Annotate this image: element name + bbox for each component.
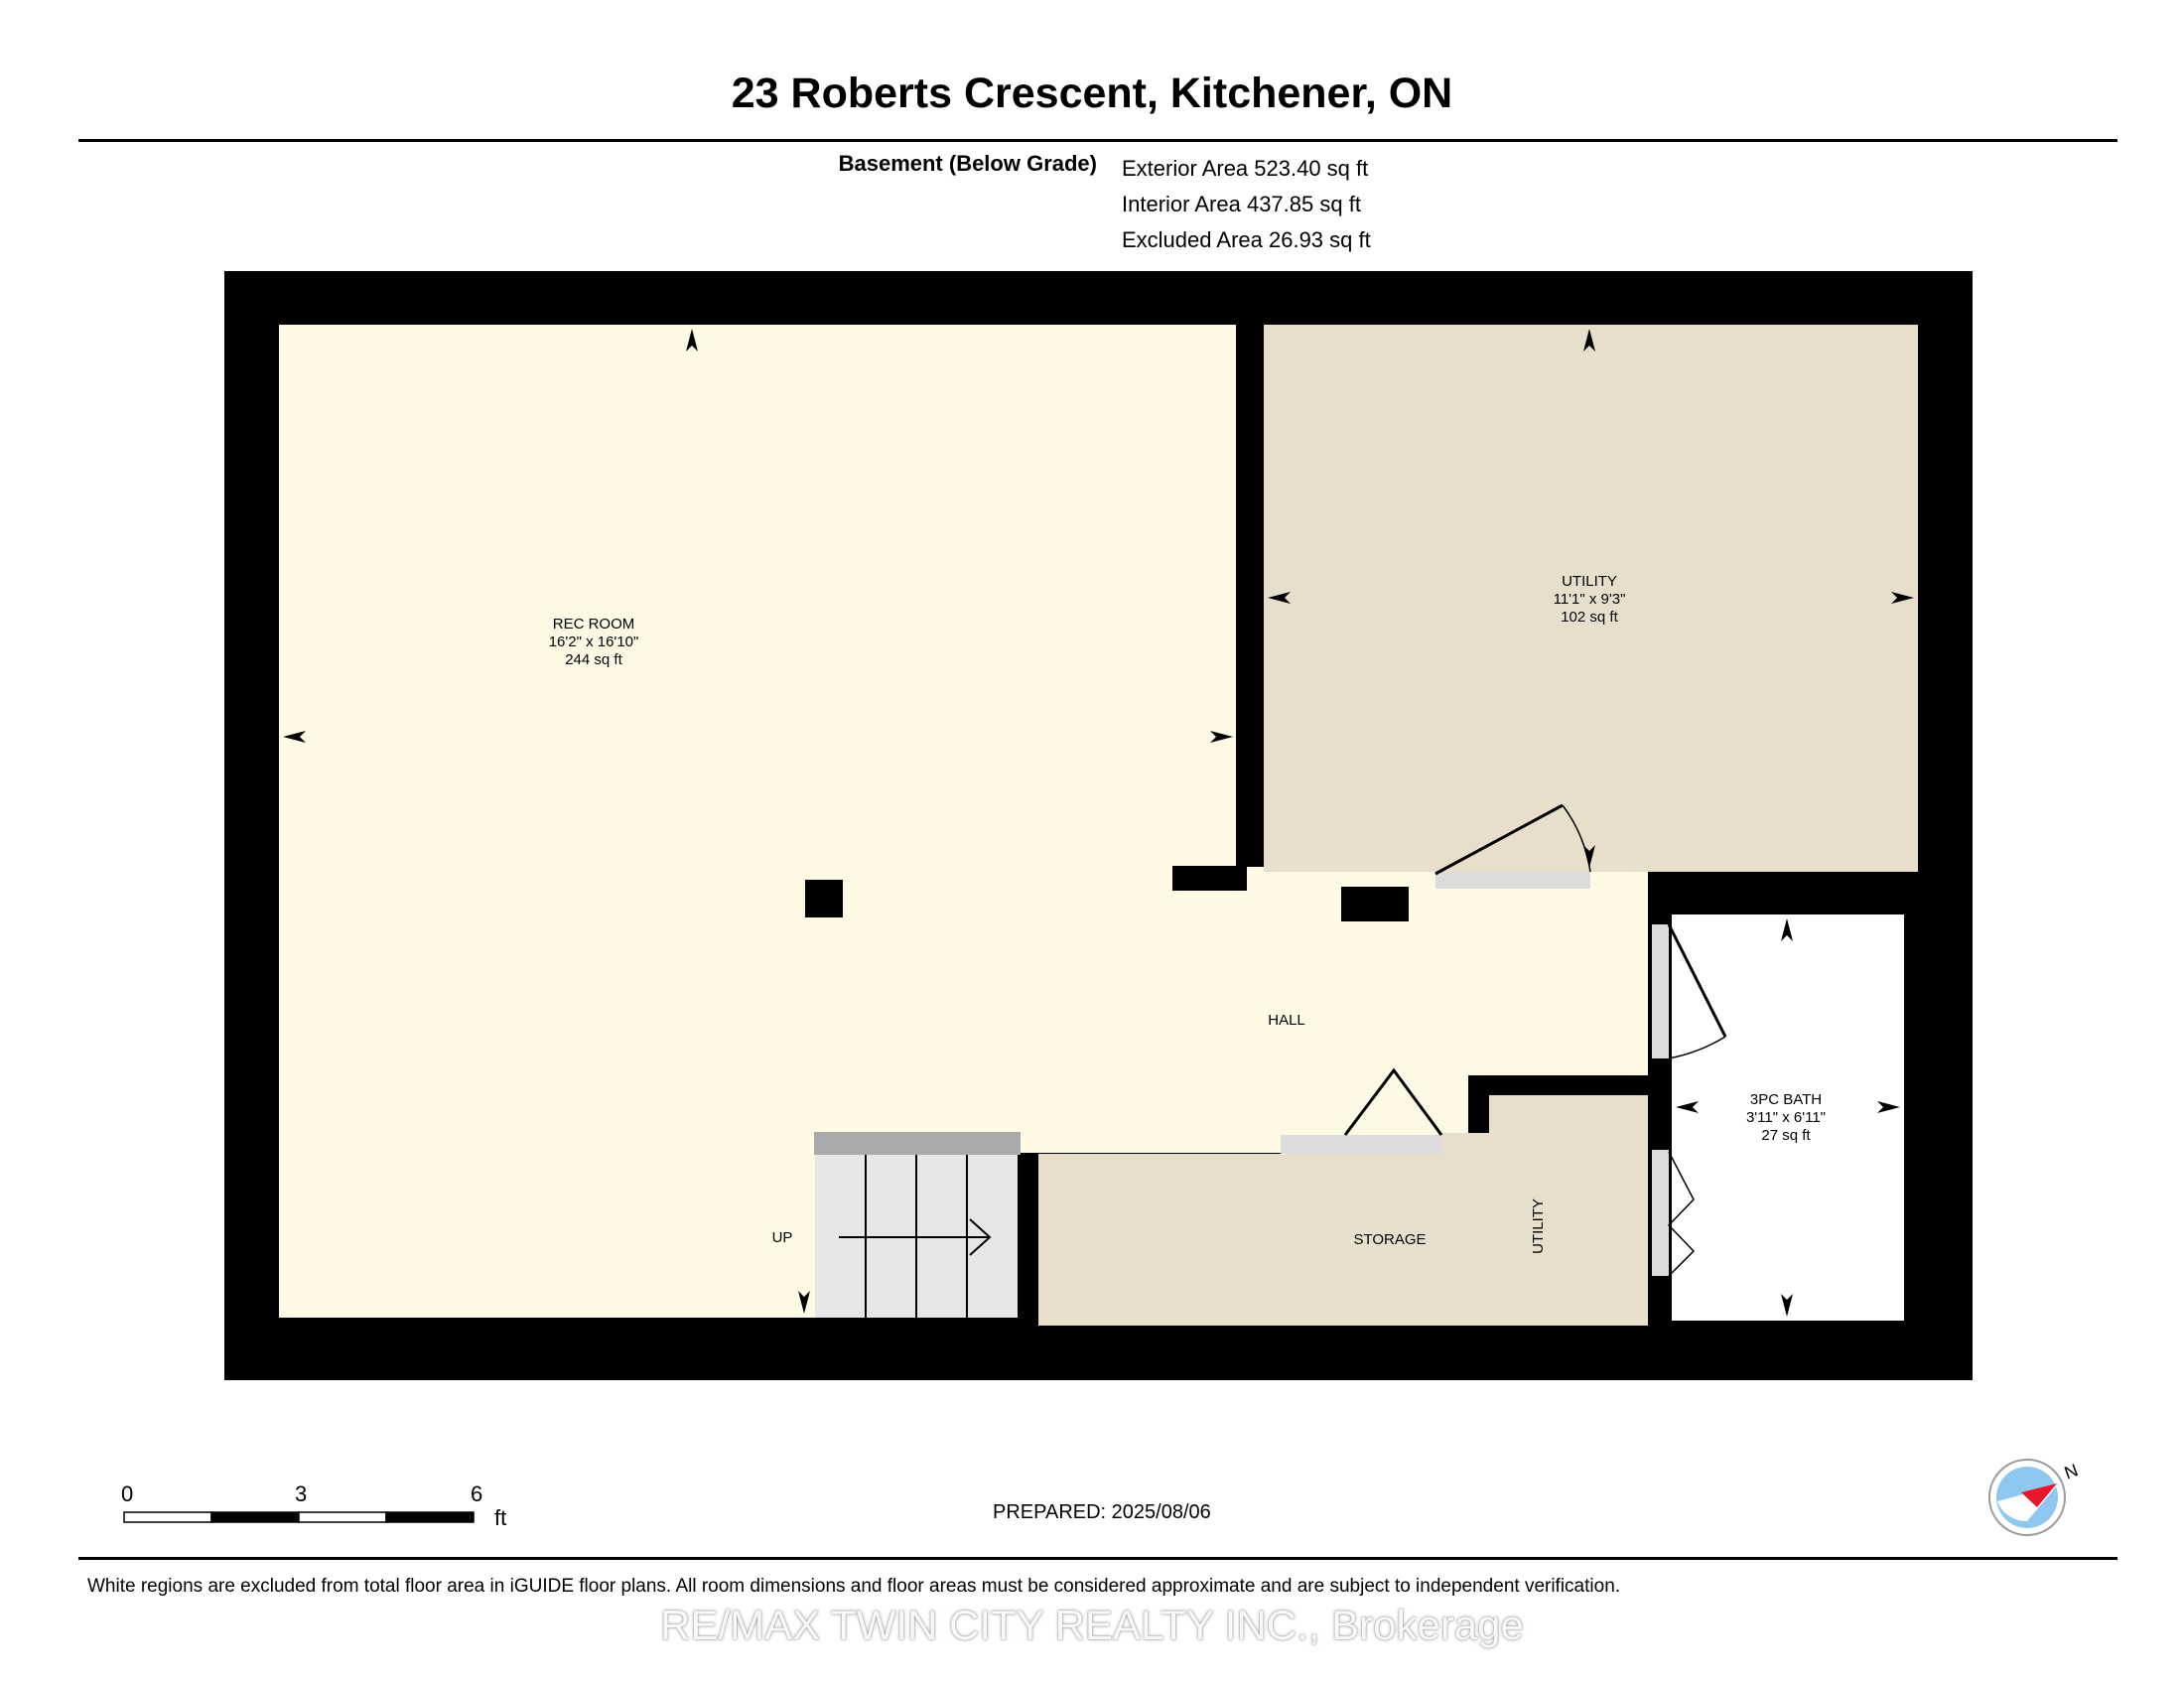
rec-room-floor bbox=[279, 325, 1648, 1318]
bath-door-sill bbox=[1652, 924, 1669, 1058]
stairs-up-label: UP bbox=[772, 1229, 793, 1246]
storage-door-sill bbox=[1281, 1135, 1442, 1154]
scale-tick-0: 0 bbox=[121, 1481, 134, 1506]
storage-floor bbox=[1038, 1095, 1648, 1326]
storage-utility-label: UTILITY bbox=[1530, 1198, 1547, 1254]
exterior-area: Exterior Area 523.40 sq ft bbox=[1122, 156, 1369, 181]
wall-bump bbox=[1341, 887, 1409, 921]
utility-area: 102 sq ft bbox=[1561, 609, 1618, 626]
support-column bbox=[805, 880, 843, 917]
title-divider bbox=[78, 139, 2117, 142]
utility-name: UTILITY bbox=[1562, 573, 1617, 590]
bath-door bbox=[1667, 923, 1727, 1038]
closet-bifold-door bbox=[1667, 1151, 1696, 1277]
page-title: 23 Roberts Crescent, Kitchener, ON bbox=[731, 70, 1453, 117]
closet-door-sill bbox=[1652, 1150, 1669, 1276]
utility-room-floor bbox=[1264, 325, 1918, 872]
rec-room-name: REC ROOM bbox=[553, 616, 635, 633]
utility-door bbox=[1434, 803, 1564, 876]
bath-name: 3PC BATH bbox=[1750, 1091, 1822, 1108]
storage-bifold-door bbox=[1343, 1067, 1443, 1136]
bath-area: 27 sq ft bbox=[1761, 1127, 1811, 1144]
stair-landing bbox=[814, 1132, 1021, 1155]
rec-room-area: 244 sq ft bbox=[565, 651, 622, 668]
scale-tick-6: 6 bbox=[471, 1481, 483, 1506]
hall-label: HALL bbox=[1268, 1012, 1305, 1029]
wall-stub bbox=[1172, 866, 1247, 891]
footer-divider bbox=[78, 1557, 2117, 1560]
utility-dims: 11'1" x 9'3" bbox=[1554, 591, 1626, 608]
scale-bar bbox=[123, 1511, 475, 1523]
scale-tick-3: 3 bbox=[295, 1481, 308, 1506]
disclaimer: White regions are excluded from total fl… bbox=[87, 1576, 1621, 1597]
brokerage-watermark: RE/MAX TWIN CITY REALTY INC., Brokerage bbox=[660, 1602, 1524, 1648]
bath-floor bbox=[1672, 914, 1904, 1321]
storage-label: STORAGE bbox=[1353, 1231, 1426, 1248]
rec-room-dims: 16'2" x 16'10" bbox=[549, 633, 639, 650]
bath-dims: 3'11" x 6'11" bbox=[1746, 1109, 1826, 1126]
interior-area: Interior Area 437.85 sq ft bbox=[1122, 192, 1361, 216]
excluded-area: Excluded Area 26.93 sq ft bbox=[1122, 227, 1371, 252]
area-summary: Exterior Area 523.40 sq ft Interior Area… bbox=[1122, 151, 1371, 258]
dimension-arrows bbox=[283, 329, 1914, 1317]
utility-door-sill bbox=[1435, 872, 1590, 889]
floor-label: Basement (Below Grade) bbox=[838, 151, 1097, 176]
north-compass-icon bbox=[1988, 1459, 2066, 1536]
scale-unit: ft bbox=[494, 1505, 507, 1530]
prepared-date: PREPARED: 2025/08/06 bbox=[993, 1501, 1211, 1523]
